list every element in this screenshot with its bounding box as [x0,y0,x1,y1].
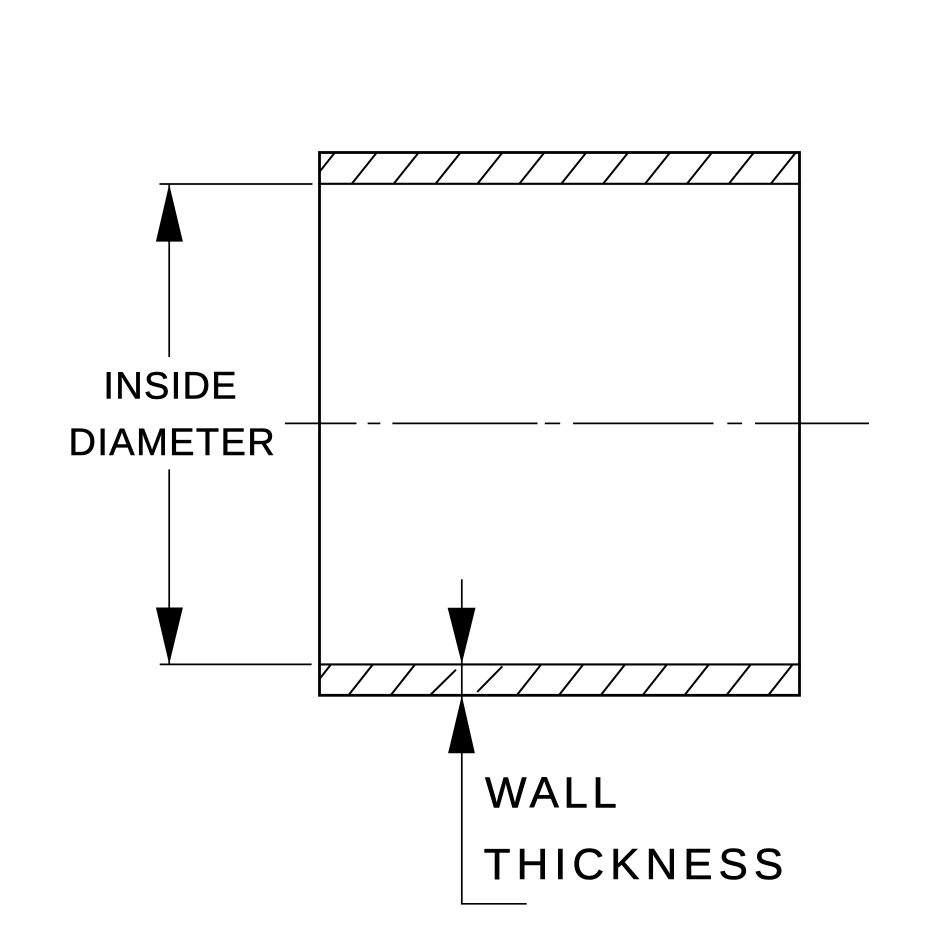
svg-text:DIAMETER: DIAMETER [69,422,275,464]
svg-text:INSIDE: INSIDE [103,365,236,407]
svg-text:WALL: WALL [485,768,617,817]
svg-text:THICKNESS: THICKNESS [484,840,784,889]
